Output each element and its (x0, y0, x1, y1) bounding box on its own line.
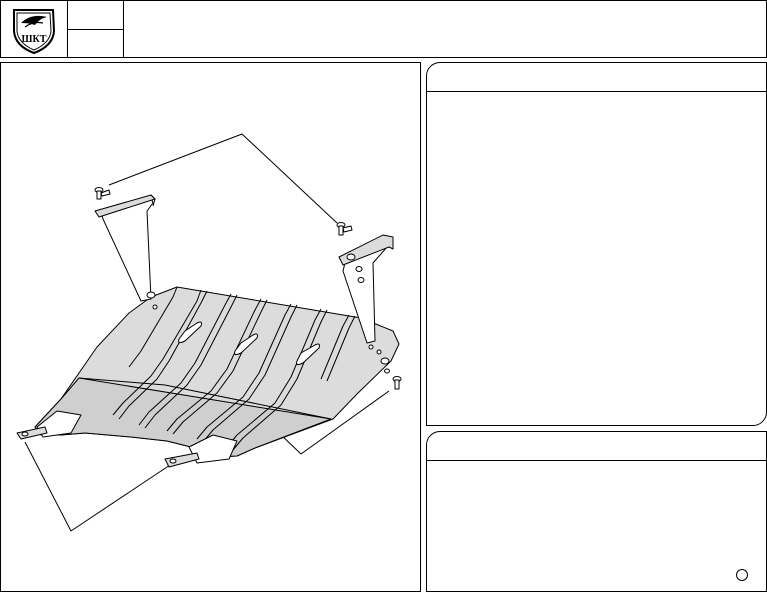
bolt-top-left (94, 187, 111, 200)
bolt-top-right (336, 222, 353, 236)
skid-plate (34, 286, 400, 458)
fasteners (94, 187, 402, 390)
shield-logo-icon: ШКТ (13, 9, 56, 55)
parts-list-header (427, 63, 766, 92)
slot-holes (178, 321, 320, 366)
stiffening-ribs (112, 286, 356, 451)
right-mount-bracket (338, 234, 394, 344)
page-marker-circle (736, 569, 748, 581)
logo-cell: ШКТ (1, 1, 68, 57)
code-cell-bottom (67, 29, 124, 57)
parts-list-panel (426, 62, 767, 426)
logo-text: ШКТ (22, 34, 47, 45)
assembly-drawing (16, 133, 402, 532)
bolt-stack-right (380, 357, 402, 390)
code-cell-top (67, 1, 124, 30)
front-right-lug (164, 434, 238, 468)
assembly-drawing-panel (0, 62, 421, 592)
title-cell (124, 1, 766, 57)
notes-panel (426, 431, 767, 592)
left-mount-bracket (94, 194, 156, 302)
title-block: ШКТ (0, 0, 767, 58)
front-left-lug (16, 410, 82, 440)
notes-header (427, 432, 766, 461)
